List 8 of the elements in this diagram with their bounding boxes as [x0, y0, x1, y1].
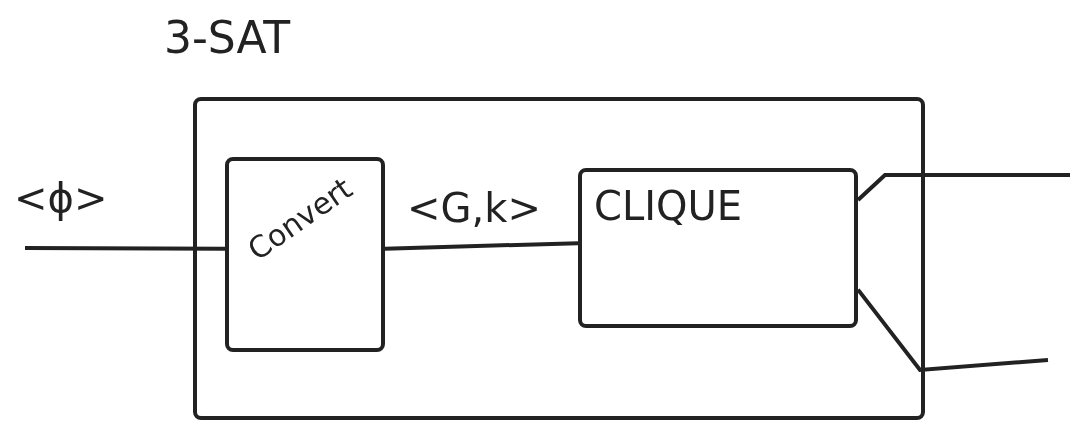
connector-line — [25, 246, 225, 251]
box-label: CLIQUE — [594, 186, 743, 226]
process-box — [225, 157, 385, 352]
connector-line — [856, 173, 1070, 202]
heading-text: 3-SAT — [164, 16, 291, 60]
process-box — [578, 168, 858, 328]
connector-line — [856, 288, 1049, 373]
connector-line — [384, 241, 579, 251]
